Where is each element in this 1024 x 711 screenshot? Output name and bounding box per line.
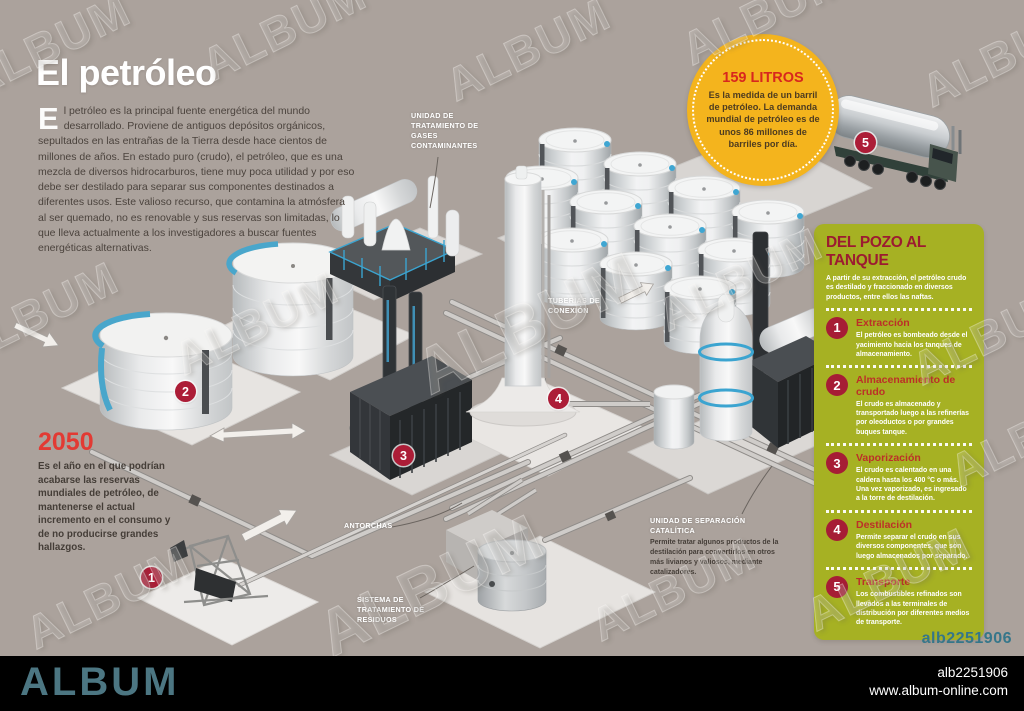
step-number-badge: 3 (826, 452, 848, 475)
step-title: Destilación (856, 518, 913, 531)
marker-5-transport: 5 (855, 132, 876, 153)
step-distillation: 4 Destilación Permite separar el crudo e… (826, 518, 972, 561)
step-text: El petróleo es bombeado desde el yacimie… (856, 332, 968, 358)
gas-treatment-unit (328, 175, 460, 302)
step-number-badge: 4 (826, 518, 848, 541)
step-title: Almacenamiento de crudo (856, 374, 956, 398)
boiler-unit (350, 285, 472, 480)
step-title: Extracción (856, 316, 910, 329)
page-title: El petróleo (36, 52, 217, 93)
label-connection-pipes: TUBERÍAS DE CONEXIÓN (548, 296, 601, 316)
badge-159-litros: 159 LITROS Es la medida de un barril de … (687, 34, 839, 186)
marker-4-distillation: 4 (548, 388, 569, 409)
dotted-separator (826, 365, 972, 369)
dotted-separator (826, 443, 972, 447)
callout-lines (391, 156, 773, 599)
step-extraction: 1 Extracción El petróleo es bombeado des… (826, 316, 972, 359)
badge-dotted-ring (692, 39, 834, 181)
step-title: Transporte (856, 575, 911, 588)
label-catalytic-unit-title: UNIDAD DE SEPARACIÓN CATALÍTICA (650, 516, 746, 536)
reference-code-overlay: alb2251906 (921, 630, 1012, 647)
marker-1-extraction: 1 (141, 567, 162, 588)
step-number-badge: 5 (826, 575, 848, 598)
footer-website-url: www.album-online.com (869, 683, 1008, 699)
dotted-separator (826, 307, 972, 311)
step-text: El crudo es almacenado y transportado lu… (856, 400, 969, 436)
panel-intro: A partir de su extracción, el petróleo c… (826, 275, 967, 301)
badge-title: 159 LITROS (722, 70, 804, 87)
panel-title: DEL POZO AL TANQUE (826, 234, 926, 269)
oil-derrick (170, 534, 269, 607)
step-title: Vaporización (856, 452, 921, 465)
album-logo: ALBUM (20, 660, 180, 704)
step-text: El crudo es calentado en una caldera has… (856, 467, 967, 503)
label-waste-treatment: SISTEMA DE TRATAMIENTO DE RESIDUOS (357, 595, 425, 625)
label-flares: ANTORCHAS (344, 521, 393, 530)
marker-3-vaporization: 3 (393, 445, 414, 466)
step-text: Los combustibles refinados son llevados … (856, 591, 970, 627)
waste-treatment-unit (446, 477, 547, 612)
dotted-separator (826, 509, 972, 513)
drop-cap: E (38, 101, 59, 136)
tanker-truck (827, 95, 962, 190)
dotted-separator (826, 566, 972, 570)
step-number-badge: 1 (826, 316, 848, 339)
steps-panel: DEL POZO AL TANQUE A partir de su extrac… (814, 224, 984, 640)
forecast-text: Es el año en el que podrían acabarse las… (38, 461, 171, 554)
crude-storage-tank-right (226, 241, 354, 377)
marker-2-storage: 2 (175, 381, 196, 402)
step-number-badge: 2 (826, 374, 848, 397)
step-vaporization: 3 Vaporización El crudo es calentado en … (826, 452, 972, 504)
crude-storage-tank-left (92, 311, 233, 431)
intro-text: l petróleo es la principal fuente energé… (38, 105, 355, 254)
footer-bar: ALBUM alb2251906 www.album-online.com (0, 656, 1024, 711)
step-transport: 5 Transporte Los combustibles refinados … (826, 575, 972, 628)
footer-reference-code: alb2251906 (937, 665, 1008, 680)
step-storage: 2 Almacenamiento de crudo El crudo es al… (826, 374, 972, 437)
step-text: Permite separar el crudo en sus diversos… (856, 534, 968, 560)
forecast-year: 2050 (38, 428, 94, 456)
label-gas-treatment-unit: UNIDAD DE TRATAMIENTO DE GASES CONTAMINA… (411, 111, 479, 151)
badge-text: Es la medida de un barril de petróleo. L… (706, 90, 820, 149)
label-catalytic-unit-text: Permite tratar algunos productos de la d… (650, 539, 779, 576)
